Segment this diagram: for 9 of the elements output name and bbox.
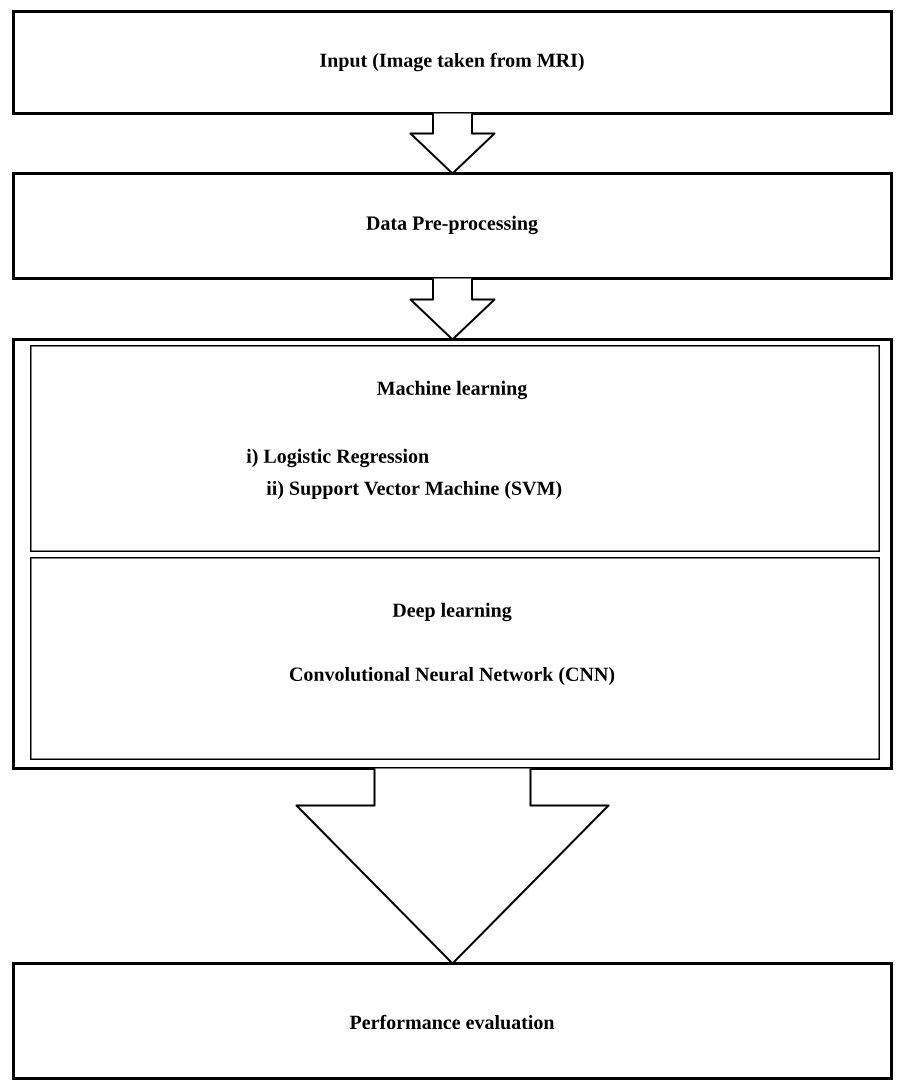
- group-box: [12, 338, 893, 770]
- block-arrow: [409, 112, 496, 175]
- process-box: Data Pre-processing: [12, 172, 893, 280]
- section-box: Deep learning Convolutional Neural Network (CNN): [30, 557, 880, 760]
- section-box: Machine learning i) Logistic Regression ii) Support Vector Machine (SVM): [30, 345, 880, 552]
- process-box: Input (Image taken from MRI): [12, 10, 893, 115]
- block-arrow: [409, 277, 496, 341]
- block-arrow: [295, 767, 610, 965]
- process-box: Performance evaluation: [12, 962, 893, 1080]
